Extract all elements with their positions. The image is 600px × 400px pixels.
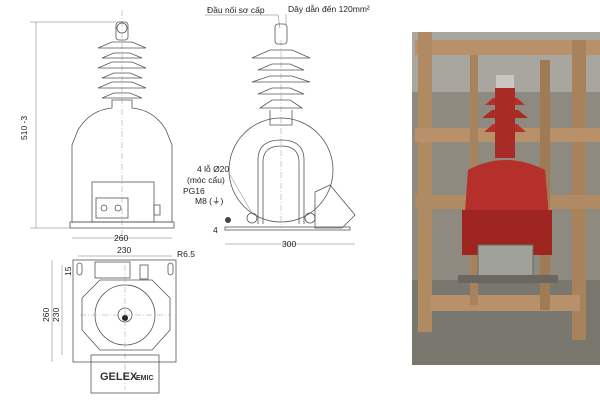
brand-sub: EMIC (136, 375, 154, 382)
lifting-label: (móc cẩu) (187, 175, 225, 185)
gland-label: PG16 (183, 186, 205, 196)
side-width-dim: 300 (282, 239, 296, 249)
top-view: 230 R6.5 260 230 15 GELEX EMIC (41, 245, 195, 394)
top-width-dim: 230 (117, 245, 131, 255)
height-dim: 510 -3 (19, 116, 29, 140)
brand-logo: GELEX (100, 371, 138, 383)
front-view: 260 510 -3 (19, 10, 175, 243)
base-thickness-dim: 4 (213, 225, 218, 235)
slot-offset-dim: 15 (63, 266, 73, 276)
holes-label: 4 lỗ Ø20 (197, 164, 229, 174)
primary-terminal-label: Đầu nối sơ cấp (207, 5, 265, 15)
ground-label: M8 (⏚) (195, 196, 224, 206)
product-photo (412, 32, 600, 365)
top-depth-outer-dim: 260 (41, 308, 51, 322)
radius-dim: R6.5 (177, 249, 195, 259)
top-depth-inner-dim: 230 (51, 308, 61, 322)
side-view: Đầu nối sơ cấp Dây dẫn đến 120mm² 300 4 … (183, 4, 370, 249)
conductor-label: Dây dẫn đến 120mm² (288, 4, 370, 14)
front-width-dim: 260 (114, 233, 128, 243)
